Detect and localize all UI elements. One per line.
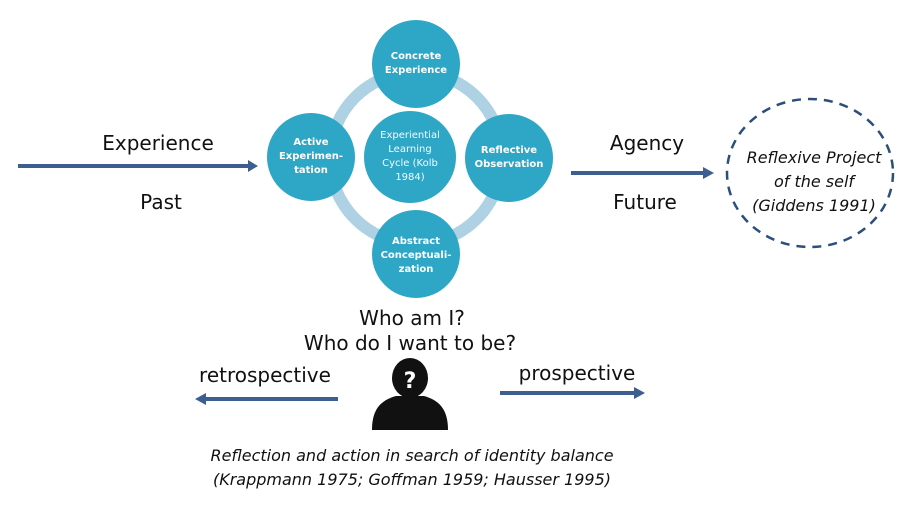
future-label: Future xyxy=(613,190,677,214)
node-active-experimentation xyxy=(267,113,355,201)
svg-text:?: ? xyxy=(404,369,417,394)
active-experimentation-label: Active Experimen- tation xyxy=(278,137,344,176)
reflective-observation-label: Reflective Observation xyxy=(474,145,544,170)
caption-line1: Reflection and action in search of ident… xyxy=(210,446,614,465)
prospective-arrow xyxy=(500,387,645,399)
agency-label: Agency xyxy=(609,131,685,155)
caption-line2: (Krappmann 1975; Goffman 1959; Hausser 1… xyxy=(212,470,612,489)
reflexive-project-line3: (Giddens 1991) xyxy=(752,196,876,215)
retrospective-label: retrospective xyxy=(199,363,331,387)
node-reflective-observation xyxy=(465,114,553,202)
node-concrete-experience xyxy=(372,20,460,108)
retrospective-arrow xyxy=(195,393,338,405)
caption: Reflection and action in search of ident… xyxy=(210,444,613,492)
person-question-icon: ? xyxy=(372,358,448,430)
reflexive-project-line1: Reflexive Project xyxy=(746,148,882,167)
future-arrow xyxy=(571,167,714,179)
reflexive-project-line2: of the self xyxy=(773,172,855,191)
past-label: Past xyxy=(140,190,182,214)
experiential-learning-cycle-label: Experiential Learning Cycle (Kolb 1984) xyxy=(380,130,440,183)
question-who-am-i: Who am I? xyxy=(359,306,465,330)
reflexive-project-circle xyxy=(725,97,895,249)
prospective-label: prospective xyxy=(518,361,636,385)
question-who-do-i-want-to-be: Who do I want to be? xyxy=(303,331,517,355)
past-arrow xyxy=(18,160,258,172)
reflexive-project-text: Reflexive Project of the self (Giddens 1… xyxy=(747,146,882,218)
node-center-hub xyxy=(364,111,456,203)
node-abstract-conceptualization xyxy=(372,210,460,298)
concrete-experience-label: Concrete Experience xyxy=(384,51,448,76)
abstract-conceptualization-label: Abstract Conceptuali- zation xyxy=(380,236,452,275)
experience-label: Experience xyxy=(102,131,214,155)
